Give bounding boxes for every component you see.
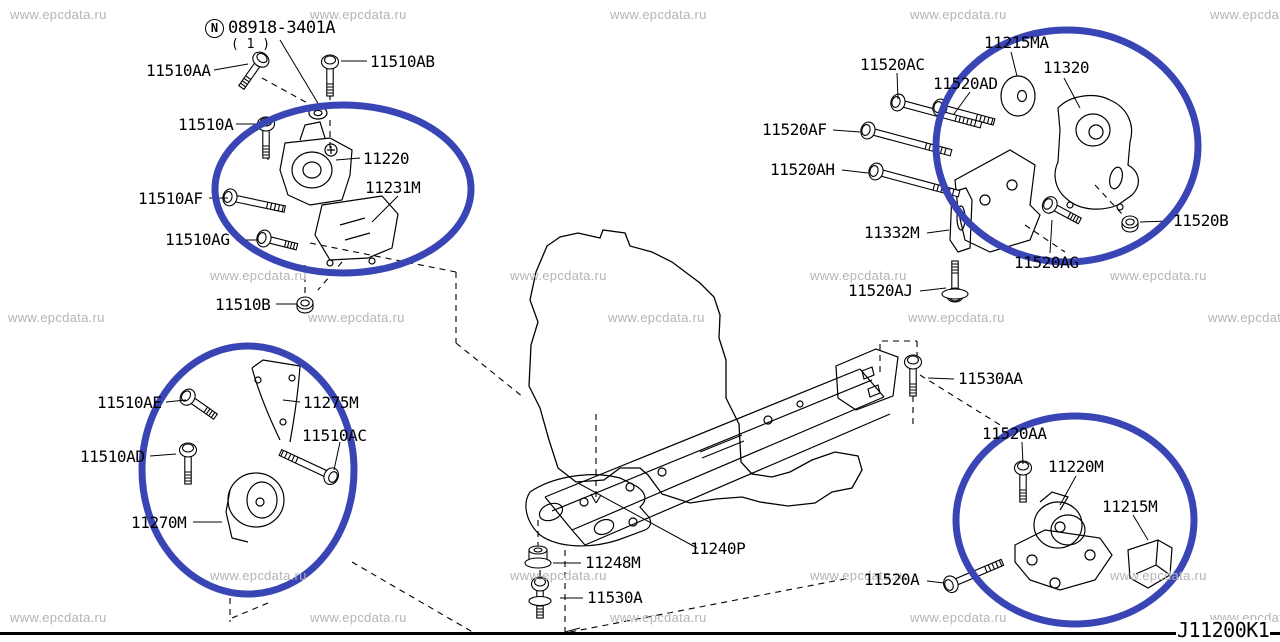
part-label-11520B: 11520B [1173, 211, 1229, 230]
watermark-text: www.epcdata.ru [910, 7, 1007, 22]
part-label-11320: 11320 [1043, 58, 1090, 77]
highlight-bottom-left [138, 342, 358, 598]
part-label-11510AD: 11510AD [80, 447, 145, 466]
part-label-11530A: 11530A [587, 588, 643, 607]
bottom-divider-bar [0, 632, 1280, 635]
part-label-11510AC: 11510AC [302, 426, 367, 445]
watermark-text: www.epcdata.ru [610, 610, 707, 625]
watermark-text: www.epcdata.ru [908, 310, 1005, 325]
part-label-11520AF: 11520AF [762, 120, 827, 139]
watermark-text: www.epcdata.ru [210, 268, 307, 283]
part-label-11510AA: 11510AA [146, 61, 211, 80]
watermark-text: www.epcdata.ru [308, 310, 405, 325]
highlight-top-right [932, 26, 1202, 266]
subframe-11240P [525, 348, 899, 547]
part-label-11520AG: 11520AG [1014, 253, 1079, 272]
watermark-text: www.epcdata.ru [1210, 7, 1280, 22]
hardware-quantity: ( 1 ) [231, 37, 271, 52]
diagram-code: J11200K1 [1176, 618, 1271, 642]
part-label-11220: 11220 [363, 149, 410, 168]
mount-11270M-group [225, 359, 301, 543]
watermark-text: www.epcdata.ru [608, 310, 705, 325]
circled-n-icon: N [205, 19, 224, 38]
part-label-11520AD: 11520AD [933, 74, 998, 93]
part-label-11332M: 11332M [864, 223, 920, 242]
mount-11320-group [949, 75, 1139, 253]
part-label-11520AA: 11520AA [982, 424, 1047, 443]
watermark-text: www.epcdata.ru [910, 610, 1007, 625]
highlight-bottom-right [952, 412, 1198, 628]
part-label-11510A: 11510A [178, 115, 234, 134]
watermark-text: www.epcdata.ru [210, 568, 307, 583]
part-label-11520A: 11520A [864, 570, 920, 589]
part-label-11275M: 11275M [303, 393, 359, 412]
watermark-text: www.epcdata.ru [810, 568, 907, 583]
mount-11220M-group [1014, 491, 1173, 591]
engine-outline [528, 229, 863, 507]
watermark-text: www.epcdata.ru [510, 568, 607, 583]
hardware-part-number: 08918-3401A [228, 18, 336, 38]
part-label-11240P: 11240P [690, 539, 746, 558]
watermark-text: www.epcdata.ru [810, 268, 907, 283]
part-label-11520AC: 11520AC [860, 55, 925, 74]
watermark-text: www.epcdata.ru [610, 7, 707, 22]
fasteners [176, 48, 1139, 619]
arrowheads [564, 493, 602, 633]
watermark-text: www.epcdata.ru [1110, 568, 1207, 583]
part-label-11220M: 11220M [1048, 457, 1104, 476]
part-label-11215M: 11215M [1102, 497, 1158, 516]
watermark-text: www.epcdata.ru [1208, 310, 1280, 325]
part-label-11510AE: 11510AE [97, 393, 162, 412]
part-label-11270M: 11270M [131, 513, 187, 532]
leader-lines [149, 39, 1171, 599]
part-label-11520AJ: 11520AJ [848, 281, 913, 300]
highlight-ellipses [138, 26, 1202, 628]
part-label-11231M: 11231M [365, 178, 421, 197]
part-label-11510AF: 11510AF [138, 189, 203, 208]
watermark-text: www.epcdata.ru [310, 7, 407, 22]
part-label-11510AG: 11510AG [165, 230, 230, 249]
highlight-top-left [211, 101, 475, 277]
part-label-11510B: 11510B [215, 295, 271, 314]
watermark-text: www.epcdata.ru [1110, 268, 1207, 283]
part-label-11248M: 11248M [585, 553, 641, 572]
watermark-text: www.epcdata.ru [310, 610, 407, 625]
part-label-11530AA: 11530AA [958, 369, 1023, 388]
part-label-11520AH: 11520AH [770, 160, 835, 179]
watermark-text: www.epcdata.ru [8, 310, 105, 325]
watermark-text: www.epcdata.ru [10, 7, 107, 22]
part-label-11215MA: 11215MA [984, 33, 1049, 52]
watermark-text: www.epcdata.ru [10, 610, 107, 625]
watermark-text: www.epcdata.ru [510, 268, 607, 283]
part-label-11510AB: 11510AB [370, 52, 435, 71]
